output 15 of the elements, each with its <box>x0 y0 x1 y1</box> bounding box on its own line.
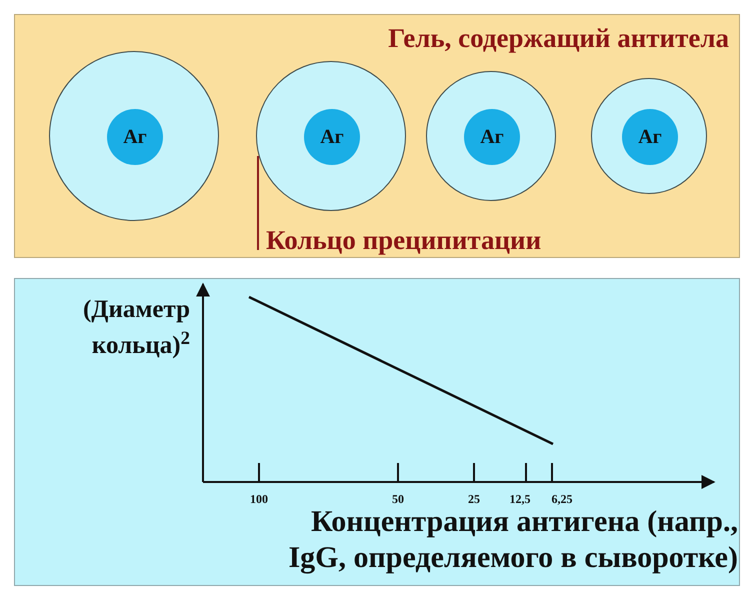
tick-label: 100 <box>250 491 268 508</box>
y-axis-label: (Диаметр кольца)$^{2}$ <box>82 295 191 361</box>
tick-label: 12,5 <box>510 491 530 508</box>
antigen-label: Аг <box>480 127 504 147</box>
tick-label: 25 <box>468 491 480 508</box>
caption-text: Кольцо преципитации <box>266 226 542 254</box>
tick-label: 6,25 <box>552 491 572 508</box>
leader-line <box>257 156 259 250</box>
x-axis-label: Концентрация антигена (напр., IgG, определяемого в сыворотке) <box>288 505 738 576</box>
tick-label: 50 <box>392 491 404 508</box>
antigen-label: Аг <box>638 127 662 147</box>
antigen-label: Аг <box>123 127 147 147</box>
panel-heading: Гель, содержащий антитела <box>388 25 729 52</box>
gel-panel <box>14 14 740 258</box>
antigen-label: Аг <box>320 127 344 147</box>
